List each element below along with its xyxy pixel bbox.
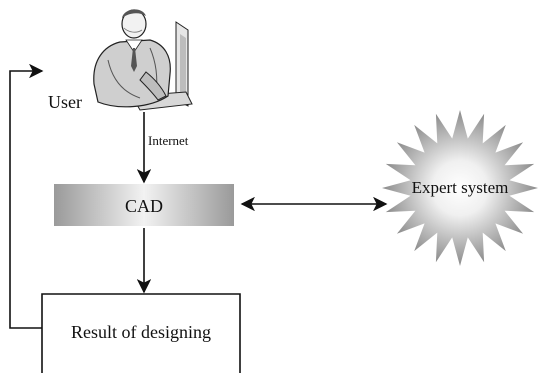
expert-system-node: Expert system bbox=[382, 110, 538, 266]
cad-box bbox=[54, 184, 234, 226]
cad-node: CAD bbox=[54, 184, 234, 226]
user-label: User bbox=[48, 92, 82, 112]
result-label: Result of designing bbox=[71, 322, 211, 342]
expert-system-label: Expert system bbox=[412, 178, 509, 197]
expert-system-starburst bbox=[382, 110, 538, 266]
user-at-computer-icon bbox=[93, 9, 193, 111]
internet-label: Internet bbox=[148, 133, 189, 148]
result-node: Result of designing bbox=[41, 293, 241, 373]
cad-label: CAD bbox=[125, 196, 163, 216]
feedback-arrow bbox=[9, 63, 44, 329]
result-box bbox=[41, 293, 241, 373]
